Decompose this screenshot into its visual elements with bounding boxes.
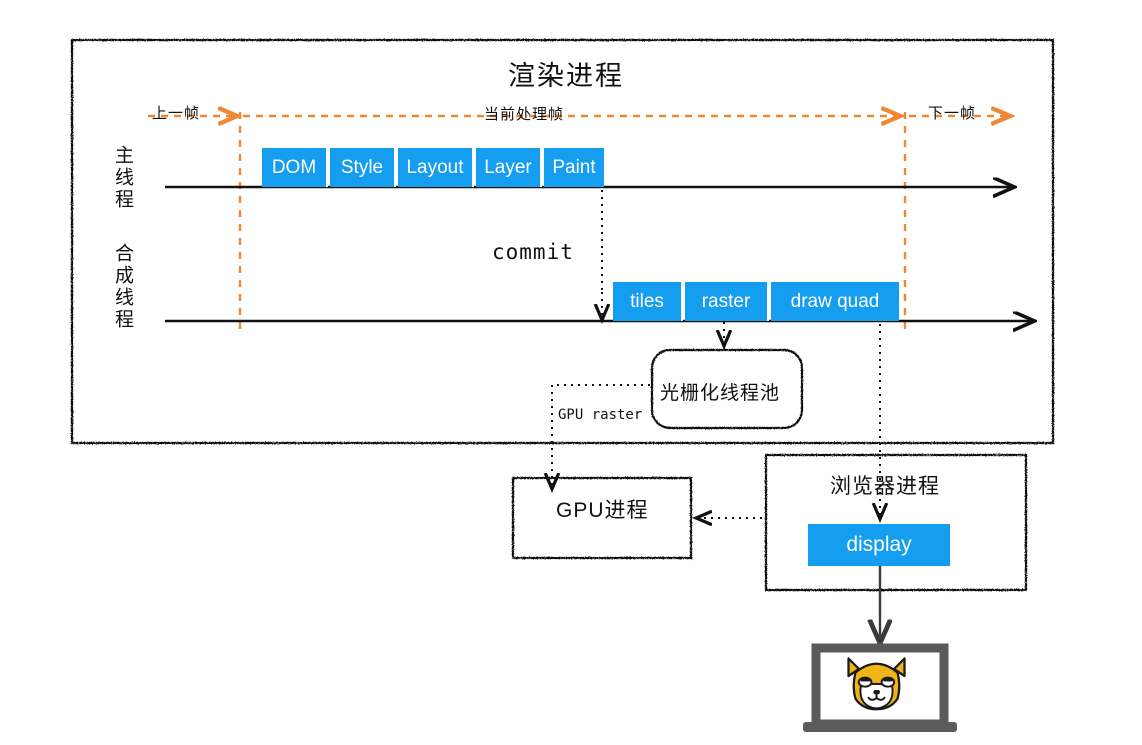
compositor-thread-label: 合成线程 (111, 243, 133, 331)
current-frame-label: 当前处理帧 (484, 106, 565, 123)
browser-process-box (764, 453, 1028, 592)
page-title: 渲染进程 (508, 61, 624, 91)
gpu-raster-label: GPU raster (558, 407, 643, 423)
gpu-process-label: GPU进程 (556, 499, 649, 522)
main-thread-label: 主线程 (111, 145, 133, 211)
gpu-raster-connector (552, 384, 650, 487)
renderer-process-box (70, 38, 1055, 445)
stage-chip-raster[interactable]: raster (685, 282, 769, 321)
gpu-process-box (511, 476, 693, 560)
doge-icon (847, 657, 906, 711)
raster-thread-pool-label: 光栅化线程池 (660, 383, 781, 404)
stage-chip-layer[interactable]: Layer (476, 148, 542, 187)
browser-process-label: 浏览器进程 (830, 475, 940, 498)
raster-thread-pool-box (650, 348, 804, 430)
stage-chip-dom[interactable]: DOM (262, 148, 328, 187)
stage-chip-layout[interactable]: Layout (398, 148, 474, 187)
next-frame-label: 下一帧 (928, 105, 977, 122)
laptop-icon (803, 643, 957, 732)
commit-label: commit (492, 240, 574, 264)
stage-chip-tiles[interactable]: tiles (613, 282, 683, 321)
display-chip[interactable]: display (808, 524, 950, 566)
prev-frame-label: 上一帧 (152, 105, 201, 122)
stage-chip-draw-quad[interactable]: draw quad (771, 282, 899, 321)
stage-chip-style[interactable]: Style (330, 148, 396, 187)
stage-chip-paint[interactable]: Paint (544, 148, 604, 187)
